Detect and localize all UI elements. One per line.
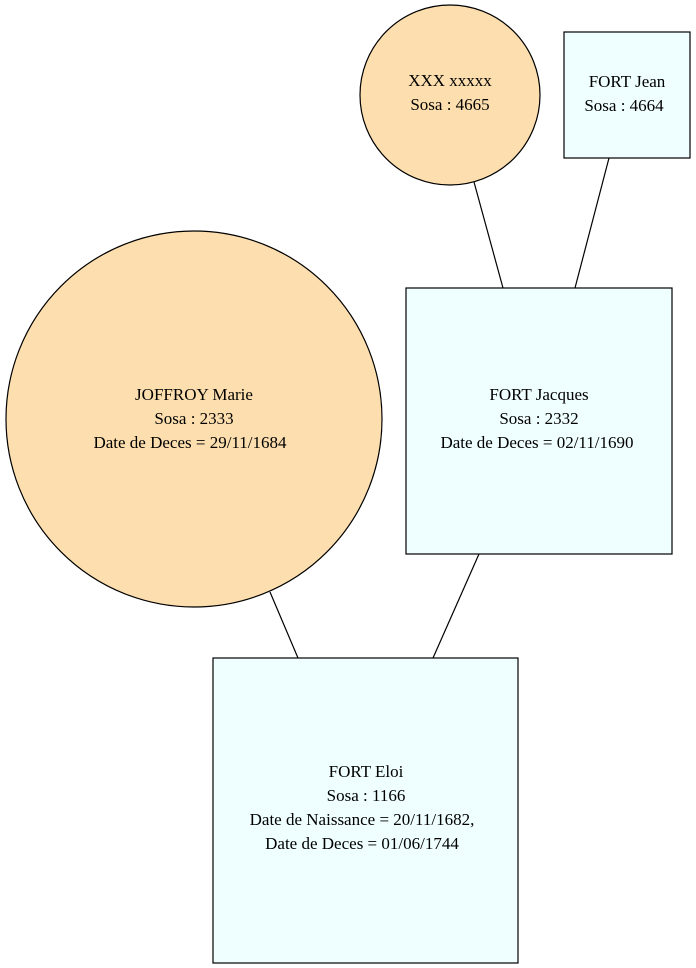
person-sosa: Sosa : 4665: [410, 95, 489, 114]
edge-joffroy-marie-to-fort-eloi: [269, 591, 299, 659]
person-node-joffroy-marie: JOFFROY Marie Sosa : 2333 Date de Deces …: [5, 230, 383, 608]
female-circle: [359, 4, 541, 186]
edge-xxx-to-fort-jacques: [473, 181, 504, 289]
person-node-xxx-xxxxx: XXX xxxxx Sosa : 4665: [359, 4, 541, 186]
person-sosa: Sosa : 2332: [499, 409, 578, 428]
person-name: FORT Jacques: [489, 385, 588, 404]
person-name: JOFFROY Marie: [135, 385, 253, 404]
person-name: XXX xxxxx: [408, 71, 492, 90]
person-death-date: Date de Deces = 29/11/1684: [93, 433, 287, 452]
person-name: FORT Jean: [589, 72, 666, 91]
person-name: FORT Eloi: [329, 762, 404, 781]
person-sosa: Sosa : 2333: [154, 409, 233, 428]
person-sosa: Sosa : 4664: [584, 96, 664, 115]
person-node-fort-eloi: FORT Eloi Sosa : 1166 Date de Naissance …: [212, 657, 519, 964]
person-birth-date: Date de Naissance = 20/11/1682,: [250, 810, 475, 829]
edge-fort-jacques-to-fort-eloi: [432, 553, 480, 659]
person-death-date: Date de Deces = 02/11/1690: [440, 433, 633, 452]
person-sosa: Sosa : 1166: [327, 786, 406, 805]
edge-fort-jean-to-fort-jacques: [574, 157, 610, 289]
male-box: [563, 31, 691, 159]
person-node-fort-jean: FORT Jean Sosa : 4664: [563, 31, 691, 159]
person-node-fort-jacques: FORT Jacques Sosa : 2332 Date de Deces =…: [405, 287, 673, 555]
person-death-date: Date de Deces = 01/06/1744: [265, 834, 459, 853]
male-box: [405, 287, 673, 555]
female-circle: [5, 230, 383, 608]
male-box: [212, 657, 519, 964]
